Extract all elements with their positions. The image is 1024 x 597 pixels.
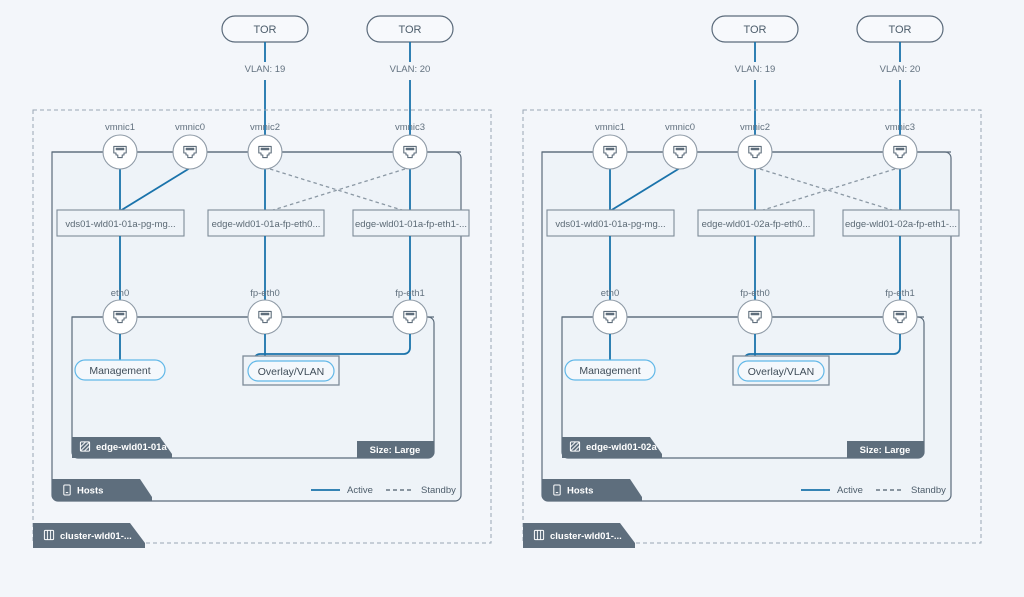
tor-label: TOR	[888, 24, 911, 36]
edgenic-icon-2[interactable]	[882, 299, 918, 335]
vmnic-label-3: vmnic3	[395, 122, 425, 133]
tor-node-0[interactable]: TOR	[221, 15, 309, 43]
legend-active-label: Active	[347, 485, 373, 496]
vlan-label-1: VLAN: 20	[390, 64, 431, 75]
vmnic-icon-3[interactable]	[882, 134, 918, 170]
portgroup-2[interactable]: edge-wld01-01a-fp-eth1-...	[352, 209, 470, 237]
portgroup-2[interactable]: edge-wld01-02a-fp-eth1-...	[842, 209, 960, 237]
size-label: Size: Large	[860, 445, 911, 456]
overlay-vlan-group[interactable]: Overlay/VLAN	[732, 355, 830, 386]
panel-left: TOR TOR VLAN: 19 VLAN: 20 vmnic1 vmnic0 …	[32, 15, 492, 548]
vmnic-icon-0[interactable]	[102, 134, 138, 170]
vmnic-icon-2[interactable]	[737, 134, 773, 170]
edgenic-icon-0[interactable]	[592, 299, 628, 335]
vlan-label-0: VLAN: 19	[245, 64, 286, 75]
vmnic-icon-0[interactable]	[592, 134, 628, 170]
link-vmnic0-to-pg-mgmt	[119, 167, 191, 212]
edge-node-container	[71, 316, 435, 459]
edgenic-label-2: fp-eth1	[395, 288, 425, 299]
edgenic-label-1: fp-eth0	[250, 288, 280, 299]
vmnic-label-3: vmnic3	[885, 122, 915, 133]
pill-label: Overlay/VLAN	[748, 366, 815, 378]
edgenic-icon-1[interactable]	[247, 299, 283, 335]
size-label: Size: Large	[370, 445, 421, 456]
cluster-badge[interactable]: cluster-wld01-...	[523, 523, 635, 548]
legend: Active Standby	[801, 485, 946, 496]
management-pill[interactable]: Management	[564, 359, 656, 381]
tor-label: TOR	[253, 24, 276, 36]
portgroup-label: edge-wld01-01a-fp-eth0...	[212, 219, 321, 230]
size-badge: Size: Large	[847, 441, 924, 458]
portgroup-1[interactable]: edge-wld01-01a-fp-eth0...	[207, 209, 325, 237]
edgenic-label-0: eth0	[601, 288, 620, 299]
hosts-label: Hosts	[77, 486, 103, 497]
size-badge: Size: Large	[357, 441, 434, 458]
portgroup-label: vds01-wld01-01a-pg-mg...	[65, 219, 175, 230]
link-vmnic0-to-pg-mgmt	[609, 167, 681, 212]
pill-label: Overlay/VLAN	[258, 366, 325, 378]
overlay-vlan-group[interactable]: Overlay/VLAN	[242, 355, 340, 386]
vmnic-icon-2[interactable]	[247, 134, 283, 170]
vmnic-label-0: vmnic1	[105, 122, 135, 133]
edge-node-label: edge-wld01-01a	[96, 442, 167, 453]
tor-label: TOR	[743, 24, 766, 36]
cluster-label: cluster-wld01-...	[60, 531, 132, 542]
tor-node-1[interactable]: TOR	[366, 15, 454, 43]
edge-node-badge[interactable]: edge-wld01-01a	[72, 437, 172, 458]
legend-active-label: Active	[837, 485, 863, 496]
portgroup-1[interactable]: edge-wld01-02a-fp-eth0...	[697, 209, 815, 237]
legend: Active Standby	[311, 485, 456, 496]
hosts-badge[interactable]: Hosts	[542, 479, 642, 501]
legend-standby-label: Standby	[421, 485, 456, 496]
edgenic-label-1: fp-eth0	[740, 288, 770, 299]
tor-node-0[interactable]: TOR	[711, 15, 799, 43]
hosts-badge[interactable]: Hosts	[52, 479, 152, 501]
pill-label: Management	[89, 365, 150, 377]
hosts-label: Hosts	[567, 486, 593, 497]
cluster-badge[interactable]: cluster-wld01-...	[33, 523, 145, 548]
tor-label: TOR	[398, 24, 421, 36]
edgenic-icon-2[interactable]	[392, 299, 428, 335]
cluster-boundary	[32, 109, 492, 544]
vlan-label-0: VLAN: 19	[735, 64, 776, 75]
link-standby-vmnic3-to-pg-fp-eth0	[759, 168, 896, 212]
link-standby-vmnic2-to-pg-fp-eth1	[269, 168, 406, 212]
legend-standby-label: Standby	[911, 485, 946, 496]
vmnic-icon-1[interactable]	[172, 134, 208, 170]
vmnic-label-2: vmnic2	[250, 122, 280, 133]
portgroup-label: edge-wld01-02a-fp-eth1-...	[845, 219, 957, 230]
panel-right: TOR TOR VLAN: 19 VLAN: 20 vmnic1 vmnic0 …	[522, 15, 982, 548]
portgroup-0[interactable]: vds01-wld01-01a-pg-mg...	[56, 209, 185, 237]
vmnic-label-1: vmnic0	[175, 122, 205, 133]
cluster-boundary	[522, 109, 982, 544]
portgroup-label: vds01-wld01-01a-pg-mg...	[555, 219, 665, 230]
vmnic-icon-1[interactable]	[662, 134, 698, 170]
portgroup-0[interactable]: vds01-wld01-01a-pg-mg...	[546, 209, 675, 237]
cluster-label: cluster-wld01-...	[550, 531, 622, 542]
vmnic-label-1: vmnic0	[665, 122, 695, 133]
vlan-label-1: VLAN: 20	[880, 64, 921, 75]
tor-node-1[interactable]: TOR	[856, 15, 944, 43]
pill-label: Management	[579, 365, 640, 377]
edgenic-label-0: eth0	[111, 288, 130, 299]
management-pill[interactable]: Management	[74, 359, 166, 381]
vmnic-label-0: vmnic1	[595, 122, 625, 133]
edgenic-label-2: fp-eth1	[885, 288, 915, 299]
edgenic-icon-1[interactable]	[737, 299, 773, 335]
edge-node-container	[561, 316, 925, 459]
vmnic-icon-3[interactable]	[392, 134, 428, 170]
link-standby-vmnic2-to-pg-fp-eth1	[759, 168, 896, 212]
link-standby-vmnic3-to-pg-fp-eth0	[269, 168, 406, 212]
edge-node-badge[interactable]: edge-wld01-02a	[562, 437, 662, 458]
vmnic-label-2: vmnic2	[740, 122, 770, 133]
edge-node-label: edge-wld01-02a	[586, 442, 657, 453]
edgenic-icon-0[interactable]	[102, 299, 138, 335]
portgroup-label: edge-wld01-01a-fp-eth1-...	[355, 219, 467, 230]
portgroup-label: edge-wld01-02a-fp-eth0...	[702, 219, 811, 230]
